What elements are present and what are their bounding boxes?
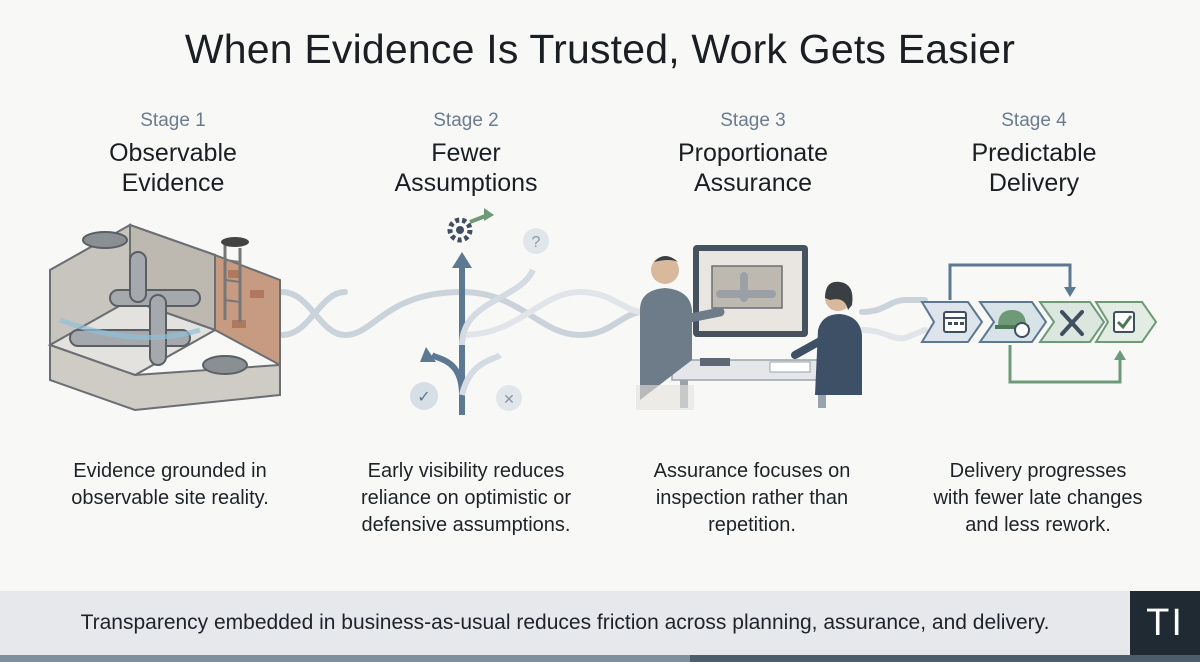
stage-1-title-line-1: Observable [109,139,237,167]
stage-4-title-line-2: Delivery [988,169,1080,197]
stage-4-label: Stage 4 [1001,110,1067,131]
question-mark: ? [532,234,541,251]
checkbox-icon [1113,311,1135,333]
stage-1-desc-line-2: observable site reality. [71,487,269,509]
stage-2-title-line-1: Fewer [431,139,501,167]
stage-4-desc-line-2: with fewer late changes [933,487,1143,509]
stage-1-header: Stage 1 Observable Evidence [43,110,303,198]
stage-2-description: Early visibility reduces reliance on opt… [331,458,601,539]
stage-3-title-line-1: Proportionate [677,139,829,167]
flow-illustration: ? ✓ ✕ [47,208,1158,415]
review-meeting-icon [636,245,862,410]
tools-icon [1060,310,1084,336]
stage-2-label: Stage 2 [433,110,499,131]
stage-3-header: Stage 3 Proportionate Assurance [623,110,883,198]
check-icon [410,382,438,410]
stage-1-label: Stage 1 [140,110,206,131]
stage-4-title-line-1: Predictable [971,139,1097,167]
cross-icon [496,385,522,411]
flow-ribbons [279,288,928,342]
stage-2-title-line-2: Assumptions [394,169,538,197]
stage-1-title-line-2: Evidence [121,169,225,197]
stage-2-header: Stage 2 Fewer Assumptions [336,110,596,198]
stage-3-desc-line-1: Assurance focuses on [653,460,851,482]
calendar-icon [943,311,967,333]
utility-chamber-icon [47,223,281,412]
stage-2-desc-line-1: Early visibility reduces [367,460,565,482]
branching-arrows [420,252,536,415]
footer-accent-segment [0,655,690,662]
stage-2-desc-line-3: defensive assumptions. [361,514,571,536]
stage-3-desc-line-3: repetition. [708,514,796,536]
footer-banner: Transparency embedded in business-as-usu… [0,591,1130,655]
cross-mark: ✕ [503,392,515,408]
question-icon [523,228,549,254]
page-title: When Evidence Is Trusted, Work Gets Easi… [184,26,1016,72]
gear-arrow-icon [447,208,494,243]
stage-4-description: Delivery progresses with fewer late chan… [903,458,1173,539]
hardhat-clock-icon [995,310,1030,338]
stage-1-description: Evidence grounded in observable site rea… [35,458,305,512]
stage-3-desc-line-2: inspection rather than [655,487,849,509]
stage-3-description: Assurance focuses on inspection rather t… [617,458,887,539]
stage-4-header: Stage 4 Predictable Delivery [904,110,1164,198]
stage-2-desc-line-2: reliance on optimistic or [360,487,572,509]
footer-accent-bar [0,655,1200,662]
stage-4-desc-line-3: and less rework. [965,514,1111,536]
stage-1-desc-line-1: Evidence grounded in [73,460,267,482]
check-mark: ✓ [417,387,430,406]
brand-logo: TI [1130,591,1200,655]
stage-3-title-line-2: Assurance [693,169,813,197]
stage-4-desc-line-1: Delivery progresses [949,460,1127,482]
footer-text: Transparency embedded in business-as-usu… [80,611,1050,634]
stage-3-label: Stage 3 [720,110,786,131]
